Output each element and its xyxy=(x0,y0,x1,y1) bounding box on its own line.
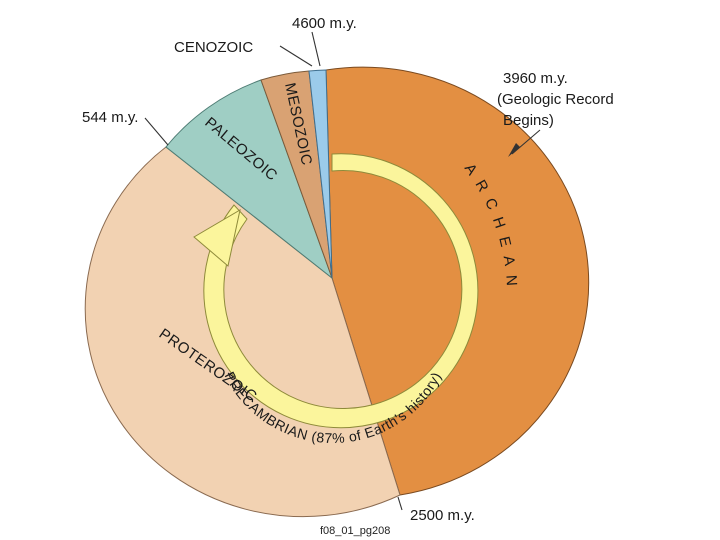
label-cenozoic: CENOZOIC xyxy=(174,39,253,56)
label-record-line3: Begins) xyxy=(503,112,554,129)
leader-cenozoic xyxy=(279,45,313,67)
label-544-my: 544 m.y. xyxy=(82,109,138,126)
precambrian-arrowhead xyxy=(193,208,241,267)
leader-4600 xyxy=(311,31,321,67)
label-record-line2: (Geologic Record xyxy=(497,91,614,108)
arrow-3960 xyxy=(508,143,520,157)
leader-2500 xyxy=(397,496,403,511)
leader-3960 xyxy=(511,129,541,155)
precambrian-ring xyxy=(203,153,479,429)
label-3960-my: 3960 m.y. xyxy=(503,70,568,87)
label-2500-my: 2500 m.y. xyxy=(410,507,475,524)
leader-544 xyxy=(144,117,169,146)
slice-cenozoic xyxy=(308,69,333,279)
label-4600-my: 4600 m.y. xyxy=(292,15,357,32)
slice-paleozoic xyxy=(165,79,334,280)
figure-caption: f08_01_pg208 xyxy=(320,525,390,537)
